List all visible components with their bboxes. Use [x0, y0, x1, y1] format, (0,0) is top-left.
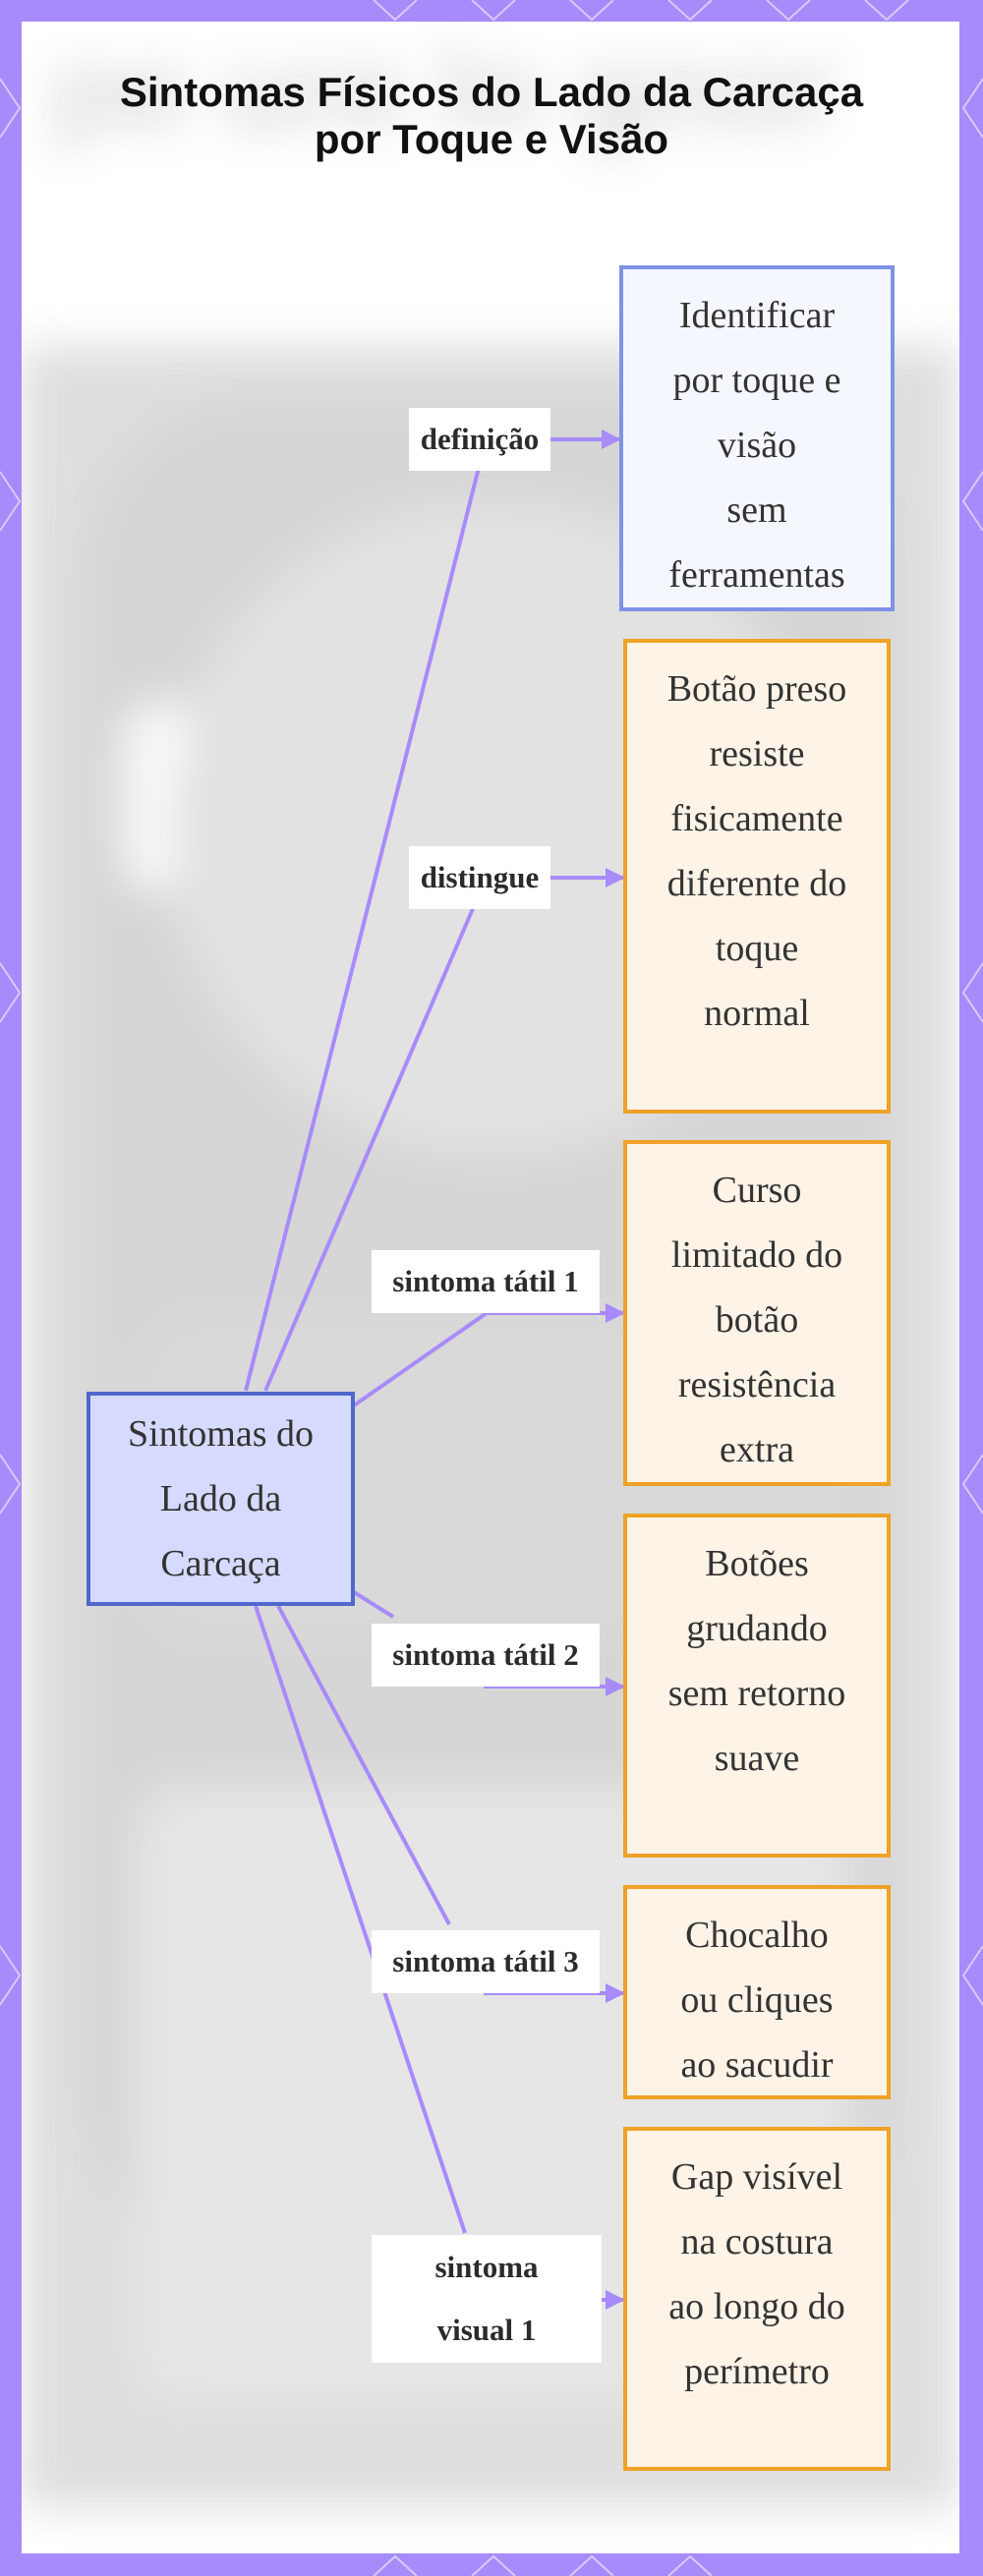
- edge-label-tatil-2: sintoma tátil 2: [372, 1624, 600, 1687]
- svg-text:pe ure lo gnor: pe ure lo gnor: [51, 24, 838, 155]
- node-line: ao longo do: [668, 2286, 845, 2327]
- node-line: Curso: [712, 1170, 802, 1211]
- node-line: limitado do: [670, 1234, 843, 1276]
- node-line: Identificar: [678, 295, 836, 336]
- edge-tatil-1: [352, 1311, 489, 1407]
- edge-label-tatil-1: sintoma tátil 1: [372, 1250, 600, 1313]
- node-line: por toque e: [672, 360, 841, 401]
- edge-label-line: sintoma: [434, 2250, 539, 2284]
- edge-distingue: [263, 903, 477, 1392]
- symptom-node-tatil-1: Curso limitado do botão resistência extr…: [623, 1140, 891, 1486]
- node-line: Chocalho: [685, 1915, 829, 1956]
- node-line: Botões: [705, 1543, 809, 1584]
- edge-visual-1: [254, 1605, 467, 2234]
- node-line: extra: [720, 1429, 794, 1470]
- edge-label-line: sintoma tátil 3: [392, 1944, 579, 1978]
- node-line: resiste: [709, 733, 805, 774]
- node-line: grudando: [686, 1608, 828, 1649]
- edge-label-line: sintoma tátil 2: [392, 1637, 579, 1672]
- edge-definicao: [244, 463, 482, 1392]
- symptom-node-tatil-2: Botões grudando sem retorno suave: [623, 1514, 891, 1858]
- edge-label-visual-1: sintoma visual 1: [372, 2235, 602, 2363]
- node-line: Botão preso: [666, 668, 847, 710]
- node-line: toque: [715, 928, 799, 969]
- node-line: perímetro: [684, 2351, 830, 2392]
- node-line: ferramentas: [668, 554, 845, 596]
- edge-label-line: sintoma tátil 1: [392, 1264, 579, 1298]
- edge-label-line: distingue: [420, 860, 540, 894]
- symptom-node-distingue: Botão preso resiste fisicamente diferent…: [623, 639, 891, 1114]
- node-line: visão: [717, 425, 797, 466]
- title-line: Sintomas Físicos do Lado da Carcaça: [119, 69, 864, 115]
- root-node: Sintomas do Lado da Carcaça: [87, 1392, 355, 1606]
- edge-label-distingue: distingue: [409, 846, 550, 909]
- node-line: fisicamente: [670, 798, 843, 839]
- node-line: Gap visível: [670, 2156, 843, 2198]
- symptom-node-tatil-3: Chocalho ou cliques ao sacudir: [623, 1885, 891, 2099]
- node-line: ou cliques: [680, 1979, 834, 2021]
- node-line: normal: [704, 993, 810, 1034]
- symptom-node-visual-1: Gap visível na costura ao longo do perím…: [623, 2127, 891, 2471]
- edge-label-tatil-3: sintoma tátil 3: [372, 1930, 600, 1993]
- edge-tatil-2: [352, 1590, 395, 1619]
- node-line: sem retorno: [667, 1673, 846, 1714]
- node-line: resistência: [677, 1364, 837, 1405]
- node-line: na costura: [680, 2221, 834, 2262]
- node-line: sem: [726, 489, 787, 531]
- edge-label-definicao: definição: [409, 408, 550, 471]
- node-line: diferente do: [666, 863, 847, 904]
- node-line: suave: [714, 1738, 800, 1779]
- diagram-title: Sintomas Físicos do Lado da Carcaça por …: [0, 69, 983, 163]
- title-line: por Toque e Visão: [314, 116, 669, 162]
- root-node-line: Carcaça: [160, 1543, 281, 1584]
- edge-label-line: visual 1: [436, 2313, 537, 2347]
- node-line: botão: [715, 1299, 799, 1341]
- root-node-line: Lado da: [159, 1478, 282, 1519]
- definition-node: Identificar por toque e visão sem ferram…: [619, 265, 895, 611]
- edge-tatil-3: [276, 1605, 451, 1925]
- node-line: ao sacudir: [680, 2044, 834, 2086]
- edge-label-line: definição: [420, 422, 540, 456]
- root-node-line: Sintomas do: [128, 1413, 314, 1455]
